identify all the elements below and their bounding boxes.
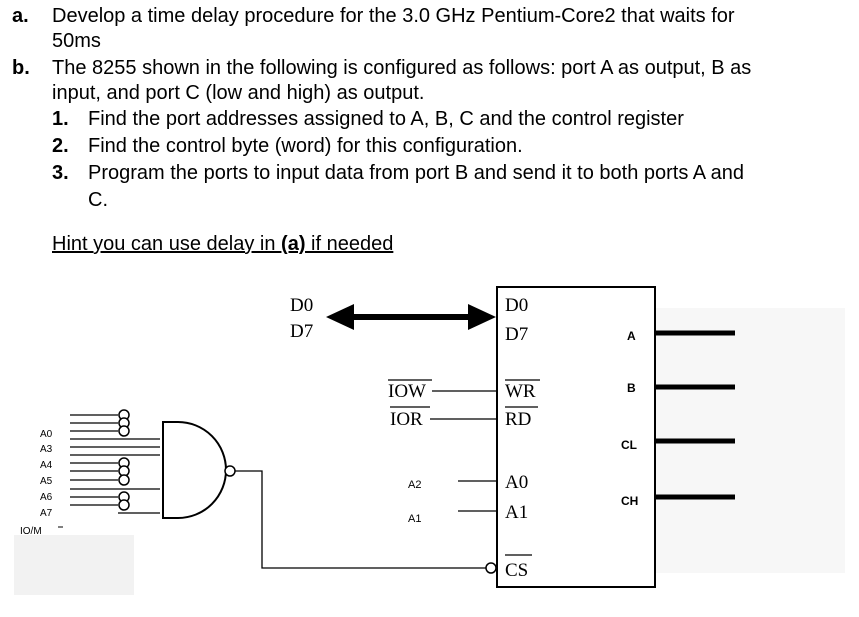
addr-label-a3: A3	[40, 444, 53, 455]
chip-a0: A0	[505, 472, 528, 493]
question-b-line2: input, and port C (low and high) as outp…	[52, 82, 425, 104]
chip-cs: CS	[505, 560, 528, 581]
port-b-label: B	[627, 381, 636, 395]
chip-d0: D0	[505, 295, 528, 316]
addr-label-a7: A7	[40, 508, 53, 519]
cs-bubble	[485, 562, 497, 574]
addr-label-a6: A6	[40, 492, 53, 503]
ior-label: IOR	[390, 409, 423, 430]
question-a-line1: Develop a time delay procedure for the 3…	[52, 5, 735, 27]
question-a-label: a.	[12, 5, 29, 27]
bus-left-d0: D0	[290, 295, 313, 316]
addr-label-iom: IO/M	[20, 526, 42, 537]
hint-text: Hint you can use delay in (a) if needed	[52, 232, 393, 257]
addr-label-a0: A0	[40, 429, 53, 440]
chip-a1: A1	[505, 502, 528, 523]
port-ch-label: CH	[621, 494, 638, 508]
item-text: Find the control byte (word) for this co…	[88, 135, 523, 157]
a2-label: A2	[408, 479, 421, 491]
left-shaded-panel	[14, 535, 134, 595]
chip-wr: WR	[505, 381, 536, 402]
chip-8255-box	[496, 286, 656, 588]
item-text: Find the port addresses assigned to A, B…	[88, 108, 684, 130]
nand-gate	[162, 421, 486, 569]
iow-label: IOW	[388, 381, 426, 402]
address-input-lines	[70, 409, 160, 514]
port-a-label: A	[627, 329, 636, 343]
chip-d7: D7	[505, 324, 528, 345]
hint-prefix: Hint you can use delay in	[52, 233, 282, 255]
item-text: Program the ports to input data from por…	[88, 162, 744, 184]
hint-bold: (a)	[281, 233, 306, 255]
data-bus-arrow	[326, 304, 496, 330]
item-number: 1.	[52, 108, 69, 130]
hint-suffix: if needed	[305, 233, 394, 255]
item-number: 3.	[52, 162, 69, 184]
chip-rd: RD	[505, 409, 531, 430]
question-b-line1: The 8255 shown in the following is confi…	[52, 57, 752, 79]
bus-left-d7: D7	[290, 321, 313, 342]
addr-label-a5: A5	[40, 476, 53, 487]
question-a-line2: 50ms	[52, 30, 101, 52]
item-text-cont: C.	[88, 189, 108, 211]
port-cl-label: CL	[621, 438, 637, 452]
addr-label-a4: A4	[40, 460, 53, 471]
a1-input-label: A1	[408, 513, 421, 525]
item-number: 2.	[52, 135, 69, 157]
question-b-label: b.	[12, 57, 30, 79]
